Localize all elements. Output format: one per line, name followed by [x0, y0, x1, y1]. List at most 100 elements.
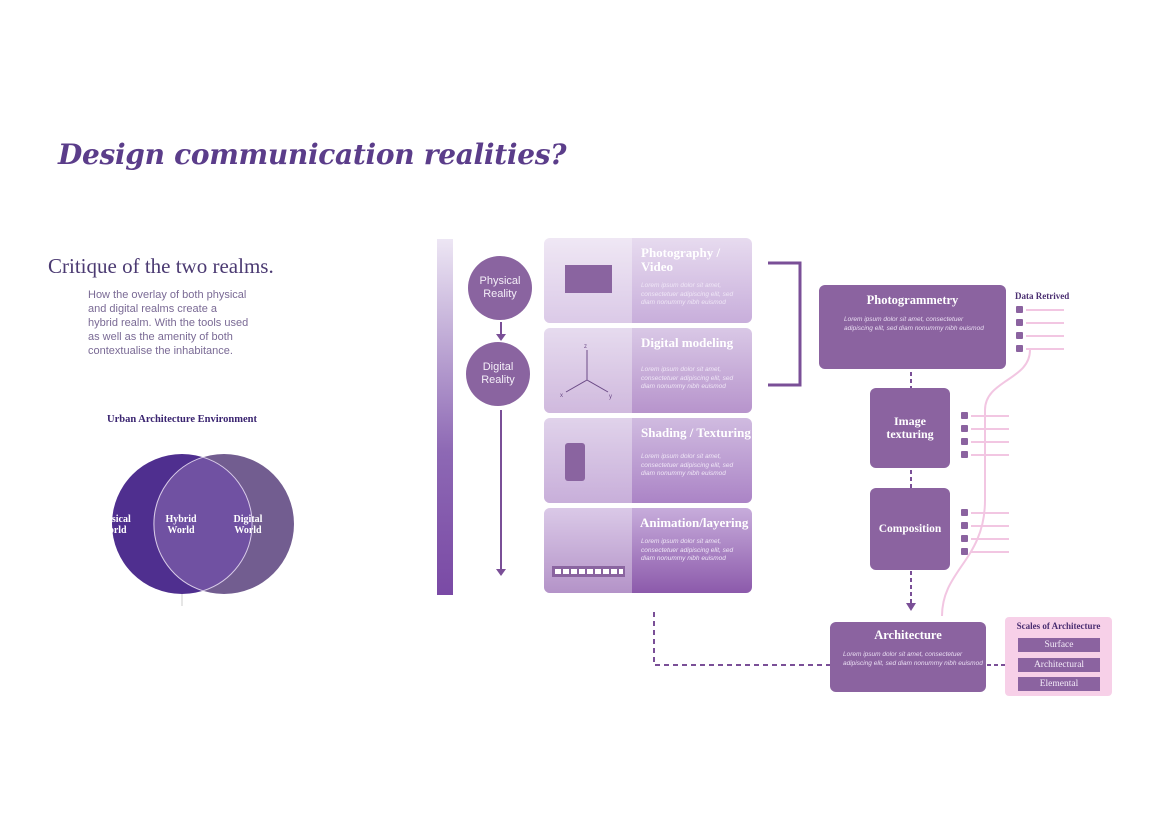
card-lorem: Lorem ipsum dolor sit amet, consectetuer…: [641, 453, 733, 479]
venn-right-line: Digital: [233, 514, 263, 525]
venn-right-label: Digital World: [224, 514, 272, 536]
card-lorem-line: Lorem ipsum dolor sit amet,: [641, 538, 722, 545]
card-lorem-line: diam nonummy nibh euismod: [641, 470, 726, 477]
card-lorem: Lorem ipsum dolor sit amet, consectetuer…: [641, 366, 733, 392]
card-lorem-line: consectetuer adipiscing elit, sed: [641, 461, 734, 469]
scale-item-architectural: Architectural: [1018, 658, 1100, 672]
photogrammetry-lorem-line: adipiscing elit, sed diam nonummy nibh e…: [844, 324, 984, 332]
axis-x: [565, 379, 588, 393]
digital-reality-line: Digital: [482, 361, 514, 373]
axes-icon: z x y: [560, 344, 612, 400]
film-strip-icon: [552, 566, 625, 577]
card-lorem-line: Lorem ipsum dolor sit amet,: [641, 453, 722, 460]
description-line: hybrid realm. With the tools used: [88, 317, 249, 329]
physical-reality-line: Physical: [479, 275, 521, 287]
scale-item-surface: Surface: [1018, 638, 1100, 652]
card-title-line: Digital modeling: [641, 335, 734, 350]
data-line: [1026, 335, 1064, 337]
card-photography: Photography / Video Lorem ipsum dolor si…: [544, 238, 752, 323]
card-lorem: Lorem ipsum dolor sit amet, consectetuer…: [641, 538, 733, 564]
venn-middle-label: Hybrid World: [157, 514, 205, 536]
description-line: How the overlay of both physical: [88, 289, 247, 301]
data-line: [971, 428, 1009, 430]
arrow-head: [496, 569, 506, 576]
film-strip-cells: [555, 569, 623, 574]
card-title: Digital modeling: [641, 336, 733, 350]
data-bullet: [961, 548, 968, 555]
card-title-line: Shading / Texturing: [641, 425, 751, 440]
image-texturing-title: Image texturing: [886, 415, 933, 441]
axis-x-label: x: [560, 393, 563, 399]
card-title-line: Animation/layering: [640, 515, 749, 530]
card-animation-layering: Animation/layering Lorem ipsum dolor sit…: [544, 508, 752, 593]
venn-title: Urban Architecture Environment: [107, 414, 257, 425]
description: How the overlay of both physical and dig…: [88, 288, 258, 358]
image-texturing-box: Image texturing: [870, 388, 950, 468]
card-title-line: Video: [641, 259, 674, 274]
data-bullet: [961, 438, 968, 445]
data-bullet: [1016, 345, 1023, 352]
photo-frame-icon: [565, 265, 612, 293]
card-left-panel: [544, 508, 632, 593]
pink-connector: [941, 349, 1031, 617]
scales-title: Scales of Architecture: [1016, 621, 1101, 631]
image-texturing-line: Image: [893, 414, 926, 428]
data-line: [971, 415, 1009, 417]
data-line: [971, 551, 1009, 553]
card-digital-modeling: z x y Digital modeling Lorem ipsum dolor…: [544, 328, 752, 413]
architecture-lorem-line: adipiscing elit, sed diam nonummy nibh e…: [843, 659, 983, 667]
gradient-bar: [437, 239, 453, 595]
card-lorem-line: Lorem ipsum dolor sit amet,: [641, 282, 722, 289]
scales-panel: Scales of Architecture Surface Architect…: [1005, 617, 1112, 696]
arrow-head: [496, 334, 506, 341]
data-bullet: [1016, 319, 1023, 326]
composition-title: Composition: [878, 522, 942, 535]
overlap-shape: [153, 456, 253, 592]
card-lorem-line: consectetuer adipiscing elit, sed: [641, 546, 734, 554]
scale-item-elemental: Elemental: [1018, 677, 1100, 691]
data-line: [1026, 348, 1064, 350]
data-bullet: [961, 412, 968, 419]
description-line: contextualise the inhabitance.: [88, 345, 233, 357]
data-line: [971, 525, 1009, 527]
card-lorem-line: diam nonummy nibh euismod: [641, 555, 726, 562]
physical-reality-circle: Physical Reality: [468, 256, 532, 320]
photogrammetry-title: Photogrammetry: [866, 293, 959, 307]
composition-box: Composition: [870, 488, 950, 570]
bracket: [768, 261, 802, 387]
data-line: [971, 441, 1009, 443]
description-line: and digital realms create a: [88, 303, 218, 315]
card-title: Shading / Texturing: [641, 426, 751, 440]
card-lorem-line: Lorem ipsum dolor sit amet,: [641, 366, 722, 373]
card-title: Animation/layering: [640, 516, 748, 530]
venn-right-line: World: [234, 525, 262, 536]
axis-y-label: y: [609, 394, 612, 400]
venn-left-line: Physical: [95, 514, 131, 525]
venn-left-line: World: [99, 525, 127, 536]
data-line: [971, 512, 1009, 514]
card-title: Photography / Video: [641, 246, 720, 274]
data-line: [971, 454, 1009, 456]
data-line: [971, 538, 1009, 540]
card-left-panel: [544, 328, 632, 413]
data-line: [1026, 322, 1064, 324]
data-bullet: [961, 522, 968, 529]
venn-diagram: [112, 454, 294, 606]
venn-middle-line: World: [167, 525, 195, 536]
photogrammetry-box: Photogrammetry Lorem ipsum dolor sit ame…: [819, 285, 1006, 369]
venn-left-label: Physical World: [89, 514, 137, 536]
photogrammetry-lorem: Lorem ipsum dolor sit amet, consectetuer…: [844, 316, 984, 333]
dashed-connector: [653, 612, 830, 666]
physical-reality-line: Reality: [483, 288, 517, 300]
texture-swatch-icon: [565, 443, 585, 481]
card-lorem-line: diam nonummy nibh euismod: [641, 299, 726, 306]
data-line: [1026, 309, 1064, 311]
architecture-title: Architecture: [874, 628, 942, 642]
architecture-lorem: Lorem ipsum dolor sit amet, consectetuer…: [843, 651, 983, 668]
card-lorem-line: consectetuer adipiscing elit, sed: [641, 290, 734, 298]
axis-z-label: z: [584, 344, 587, 350]
data-bullet: [1016, 332, 1023, 339]
card-lorem-line: consectetuer adipiscing elit, sed: [641, 374, 734, 382]
venn-middle-line: Hybrid: [165, 514, 197, 525]
